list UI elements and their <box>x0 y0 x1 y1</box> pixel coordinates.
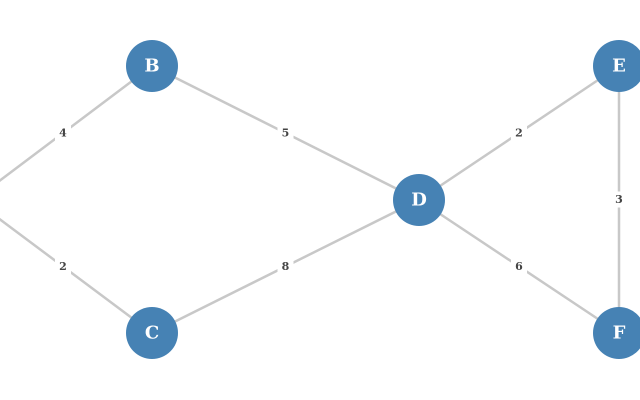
edge-label-bg <box>277 258 294 275</box>
node-label-c: C <box>145 323 159 344</box>
node-label-b: B <box>144 56 159 77</box>
node-label-f: F <box>613 323 626 344</box>
node-circle <box>593 307 640 359</box>
edge-weight-e-f: 3 <box>615 193 623 206</box>
edge-weight-c-d: 8 <box>282 260 290 273</box>
edge-weight-b-d: 5 <box>282 127 290 140</box>
edge-labels-layer: 4 2 5 8 2 6 3 <box>55 125 627 275</box>
edge-a-b <box>0 64 154 182</box>
edge-weight-a-b: 4 <box>59 127 67 140</box>
node-circle <box>593 40 640 92</box>
edge-label-bg <box>611 191 627 208</box>
edge-label-bg <box>511 125 527 141</box>
edge-a-c <box>0 217 154 335</box>
node-b: B <box>126 40 178 92</box>
node-f: F <box>593 307 640 359</box>
node-circle <box>126 307 178 359</box>
node-d: D <box>393 174 445 226</box>
node-label-d: D <box>411 190 427 211</box>
edge-label-bg <box>511 258 527 275</box>
edge-weight-a-c: 2 <box>59 260 67 273</box>
edge-weight-d-e: 2 <box>515 127 523 140</box>
nodes-layer: B C D E F <box>126 40 640 359</box>
edge-label-bg <box>55 258 71 275</box>
node-c: C <box>126 307 178 359</box>
edge-label-bg <box>277 125 294 141</box>
node-e: E <box>593 40 640 92</box>
edge-label-bg <box>55 125 71 141</box>
edge-weight-d-f: 6 <box>515 260 523 273</box>
node-circle <box>126 40 178 92</box>
edges-layer <box>0 64 621 335</box>
node-circle <box>393 174 445 226</box>
node-label-e: E <box>612 56 626 77</box>
